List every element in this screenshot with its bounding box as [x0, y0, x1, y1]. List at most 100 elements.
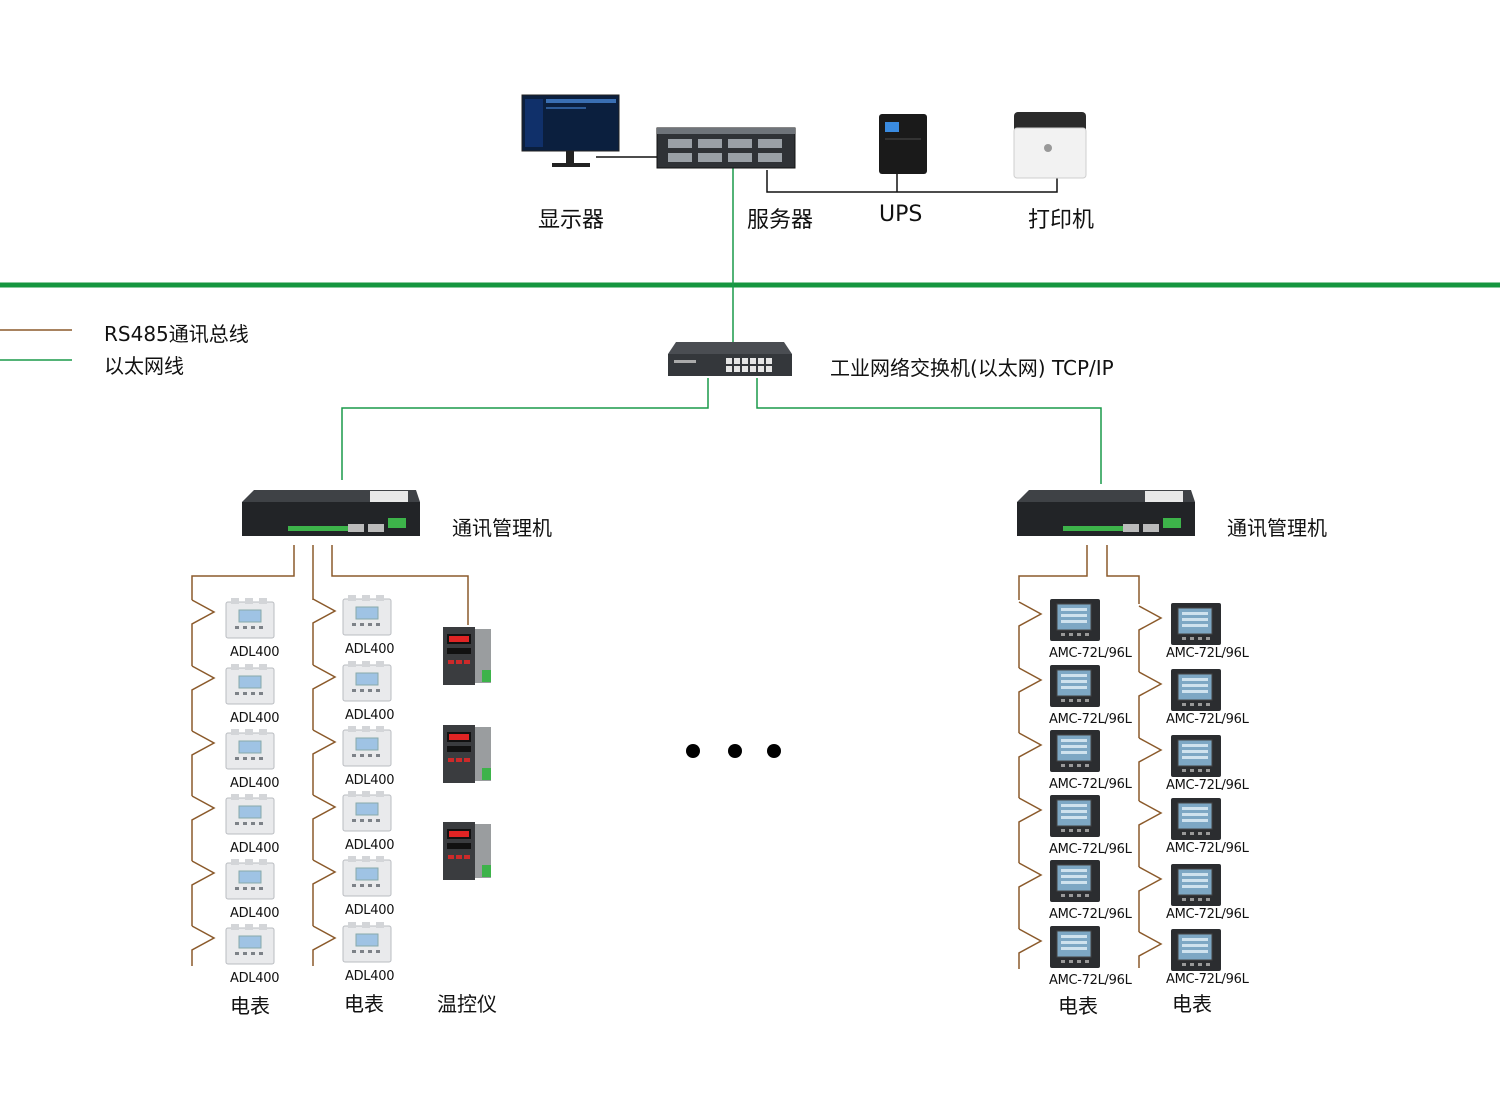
- panel-meter-icon: [1050, 730, 1100, 772]
- left-bus-1-feed: [191, 545, 295, 600]
- bus-zigzag: [1018, 601, 1043, 668]
- electric-meter-icon: [225, 664, 275, 705]
- left-gateway-icon: [242, 490, 420, 536]
- server-ups-printer-link: [766, 170, 1058, 193]
- electric-meter-icon: [225, 598, 275, 639]
- right-col2-caption: 电表: [1172, 992, 1212, 1016]
- meter-model-label: ADL400: [230, 906, 280, 921]
- meter-model-label: AMC-72L/96L: [1166, 778, 1249, 793]
- bus-zigzag: [312, 598, 337, 665]
- right-gateway-icon: [1017, 490, 1195, 536]
- panel-meter-icon: [1050, 665, 1100, 707]
- panel-meter-icon: [1171, 929, 1221, 971]
- meter-model-label: ADL400: [230, 971, 280, 986]
- electric-meter-icon: [342, 922, 392, 963]
- right-gateway-label: 通讯管理机: [1227, 516, 1327, 540]
- meter-model-label: ADL400: [345, 773, 395, 788]
- meter-model-label: ADL400: [345, 642, 395, 657]
- meter-model-label: AMC-72L/96L: [1049, 973, 1132, 988]
- panel-meter-icon: [1171, 603, 1221, 645]
- temperature-controller-icon: [443, 822, 491, 880]
- meter-model-label: AMC-72L/96L: [1166, 712, 1249, 727]
- panel-meter-icon: [1050, 926, 1100, 968]
- bus-zigzag: [1018, 667, 1043, 733]
- panel-meter-icon: [1050, 599, 1100, 641]
- meter-model-label: ADL400: [230, 645, 280, 660]
- electric-meter-icon: [225, 729, 275, 770]
- electric-meter-icon: [342, 661, 392, 702]
- bus-zigzag: [1138, 737, 1163, 801]
- electric-meter-icon: [342, 856, 392, 897]
- meter-model-label: AMC-72L/96L: [1166, 646, 1249, 661]
- network-switch-icon: [668, 342, 792, 376]
- bus-zigzag: [191, 795, 216, 861]
- electric-meter-icon: [225, 859, 275, 900]
- bus-zigzag: [1018, 732, 1043, 798]
- meter-model-label: AMC-72L/96L: [1049, 777, 1132, 792]
- electric-meter-icon: [225, 794, 275, 835]
- bus-zigzag: [1138, 931, 1163, 968]
- electric-meter-icon: [342, 595, 392, 636]
- bus-zigzag: [191, 665, 216, 731]
- left-gateway-label: 通讯管理机: [452, 516, 552, 540]
- meter-model-label: AMC-72L/96L: [1166, 907, 1249, 922]
- switch-left-gateway-link: [341, 378, 709, 480]
- meter-model-label: AMC-72L/96L: [1049, 712, 1132, 727]
- bus-zigzag: [312, 729, 337, 795]
- temperature-controller-icon: [443, 725, 491, 783]
- monitor-label: 显示器: [538, 208, 605, 233]
- right-col1-caption: 电表: [1058, 994, 1098, 1018]
- bus-zigzag: [1018, 928, 1043, 969]
- panel-meter-icon: [1171, 864, 1221, 906]
- meter-model-label: AMC-72L/96L: [1049, 842, 1132, 857]
- bus-zigzag: [312, 925, 337, 966]
- switch-right-gateway-link: [756, 378, 1102, 484]
- bus-zigzag: [1138, 866, 1163, 932]
- legend-rs485-label: RS485通讯总线: [104, 322, 249, 346]
- ups-icon: [879, 114, 927, 174]
- panel-meter-icon: [1171, 798, 1221, 840]
- electric-meter-icon: [342, 726, 392, 767]
- printer-label: 打印机: [1028, 208, 1095, 233]
- bus-zigzag: [191, 599, 216, 666]
- switch-label: 工业网络交换机(以太网) TCP/IP: [830, 356, 1114, 380]
- bus-zigzag: [312, 794, 337, 860]
- meter-model-label: AMC-72L/96L: [1166, 841, 1249, 856]
- ellipsis-dot: [728, 744, 742, 758]
- panel-meter-icon: [1050, 860, 1100, 902]
- meter-model-label: ADL400: [230, 841, 280, 856]
- left-col3-caption: 温控仪: [437, 992, 497, 1016]
- ups-label: UPS: [879, 202, 923, 227]
- meter-model-label: ADL400: [230, 776, 280, 791]
- meter-model-label: ADL400: [345, 969, 395, 984]
- bus-zigzag: [1018, 862, 1043, 929]
- bus-zigzag: [191, 860, 216, 926]
- panel-meter-icon: [1171, 735, 1221, 777]
- bus-zigzag: [1138, 671, 1163, 738]
- server-icon: [656, 127, 796, 169]
- left-col2-caption: 电表: [344, 992, 384, 1016]
- server-label: 服务器: [747, 208, 814, 233]
- left-bus-3-feed: [331, 545, 469, 625]
- bus-zigzag: [312, 859, 337, 926]
- meter-model-label: ADL400: [230, 711, 280, 726]
- bus-zigzag: [312, 664, 337, 730]
- meter-model-label: ADL400: [345, 903, 395, 918]
- electric-meter-icon: [342, 791, 392, 832]
- temperature-controller-icon: [443, 627, 491, 685]
- panel-meter-icon: [1171, 669, 1221, 711]
- ellipsis-dot: [767, 744, 781, 758]
- monitor-icon: [521, 94, 620, 167]
- printer-icon: [1013, 112, 1087, 179]
- legend-ethernet-label: 以太网线: [104, 354, 184, 378]
- meter-model-label: AMC-72L/96L: [1049, 646, 1132, 661]
- ellipsis-dot: [686, 744, 700, 758]
- meter-model-label: AMC-72L/96L: [1166, 972, 1249, 987]
- meter-model-label: ADL400: [345, 708, 395, 723]
- right-bus-2-feed: [1106, 545, 1140, 604]
- bus-zigzag: [1138, 800, 1163, 867]
- bus-zigzag: [191, 730, 216, 796]
- right-bus-1-feed: [1018, 545, 1088, 600]
